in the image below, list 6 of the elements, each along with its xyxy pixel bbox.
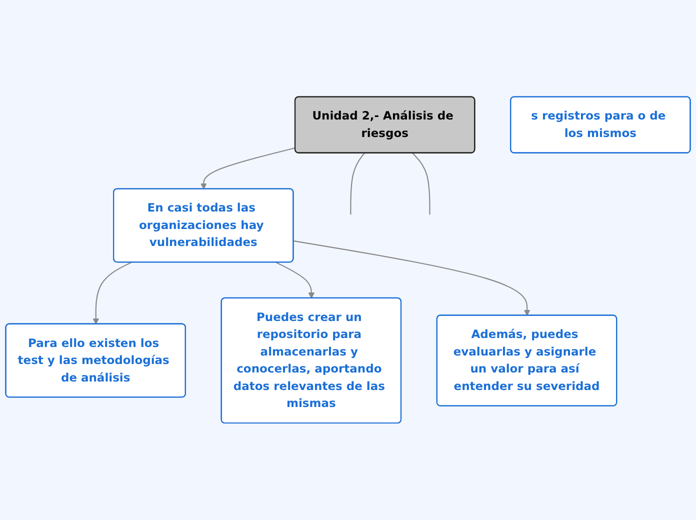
connector: [412, 152, 430, 215]
arrow: [92, 262, 132, 325]
arrow: [276, 262, 315, 299]
arrow: [293, 240, 530, 316]
connector: [350, 152, 365, 215]
arrow: [200, 148, 296, 190]
